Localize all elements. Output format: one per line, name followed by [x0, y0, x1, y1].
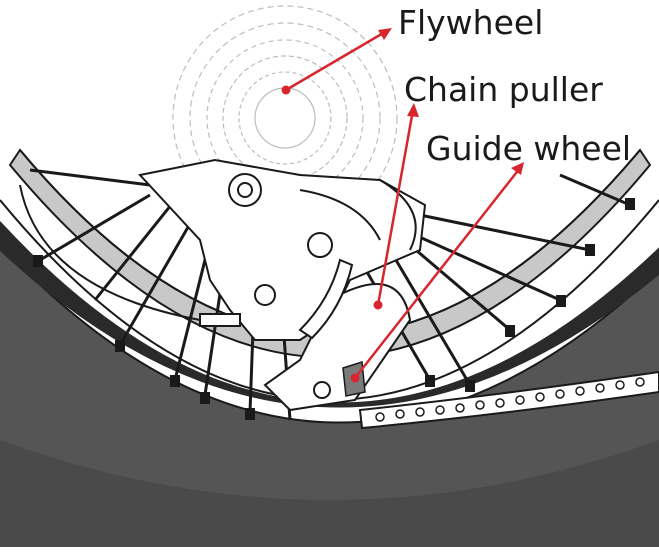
chain-puller-label: Chain puller	[404, 73, 603, 106]
flywheel-label: Flywheel	[398, 6, 543, 39]
guide-wheel-label: Guide wheel	[426, 132, 631, 165]
guide-wheel-bolt	[314, 382, 330, 398]
cable-ferrule	[200, 314, 240, 326]
